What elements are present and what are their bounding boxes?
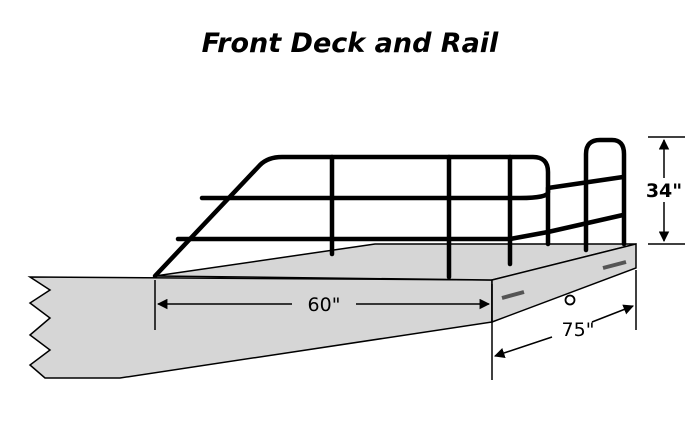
pontoon-hull: [27, 276, 493, 379]
dimension-rail-height: [648, 136, 685, 245]
diagram-title: Front Deck and Rail: [201, 28, 499, 59]
cleat-left: [501, 290, 525, 300]
tow-ring: [564, 294, 576, 306]
railing: [152, 137, 627, 280]
deck-width-label: 75": [562, 319, 595, 341]
cleat-right: [602, 260, 627, 270]
dimension-deck-width: [494, 270, 637, 358]
dimension-deck-depth: [154, 280, 493, 380]
deck-depth-label: 60": [308, 294, 341, 316]
rail-height-label: 34": [646, 180, 682, 202]
